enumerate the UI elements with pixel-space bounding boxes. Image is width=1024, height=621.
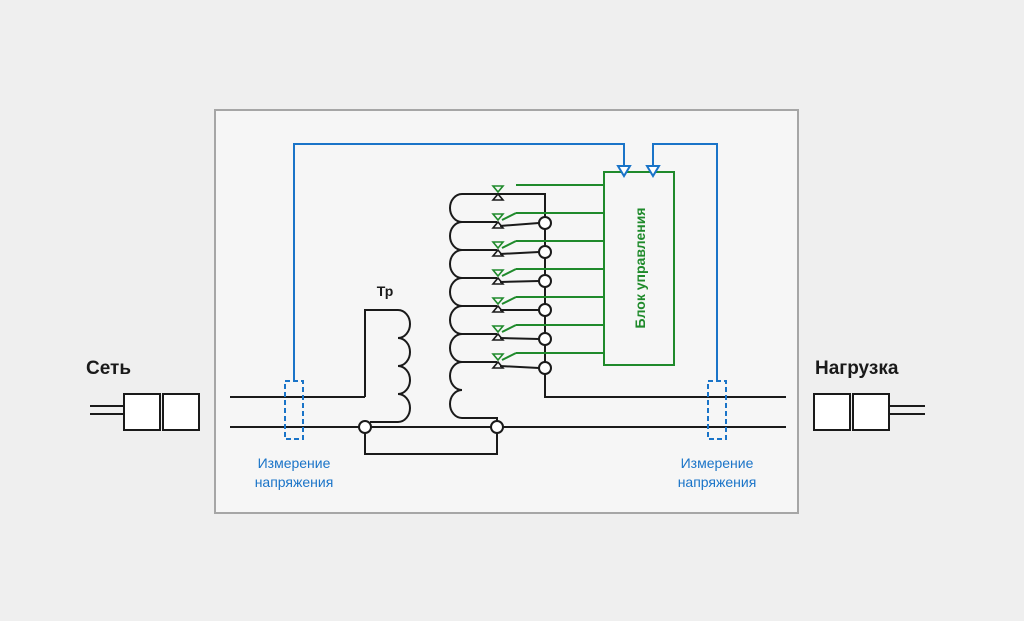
junction-node xyxy=(538,245,552,259)
thyristor-switch xyxy=(491,240,540,257)
autotransformer-coil xyxy=(449,193,498,421)
measure-sensor-left xyxy=(284,380,304,440)
stabilizer-housing xyxy=(214,109,799,514)
measure-left-line2: напряжения xyxy=(255,474,334,490)
transformer-coil xyxy=(393,309,411,423)
power-wiring xyxy=(230,193,786,455)
thyristor-switch xyxy=(491,324,540,341)
measurement-wiring xyxy=(284,143,727,440)
control-unit-label: Блок управления xyxy=(632,208,648,329)
thyristor-switch xyxy=(491,212,540,229)
measure-left-line1: Измерение xyxy=(258,455,331,471)
junction-nodes xyxy=(358,216,552,434)
measure-right-line2: напряжения xyxy=(678,474,757,490)
junction-node xyxy=(490,420,504,434)
load-plug xyxy=(813,393,925,431)
junction-node xyxy=(538,216,552,230)
thyristor-switch xyxy=(491,268,540,285)
arrow-down-icon xyxy=(645,165,661,178)
coil-taps xyxy=(462,221,497,363)
thyristor-switch xyxy=(491,296,539,313)
measure-sensor-right xyxy=(707,380,727,440)
control-lines xyxy=(516,184,604,354)
transformer-label: Тр xyxy=(377,283,394,299)
load-label: Нагрузка xyxy=(815,358,899,379)
thyristor-switch xyxy=(491,352,540,369)
thyristor-switch xyxy=(491,185,505,201)
junction-node xyxy=(538,361,552,375)
network-plug xyxy=(90,393,200,431)
arrow-down-icon xyxy=(616,165,632,178)
junction-node xyxy=(358,420,372,434)
junction-node xyxy=(538,274,552,288)
network-label: Сеть xyxy=(86,358,131,379)
measure-right-line1: Измерение xyxy=(681,455,754,471)
measurement-arrows xyxy=(616,165,661,178)
thyristor-switches xyxy=(491,185,540,369)
junction-node xyxy=(538,332,552,346)
junction-node xyxy=(538,303,552,317)
